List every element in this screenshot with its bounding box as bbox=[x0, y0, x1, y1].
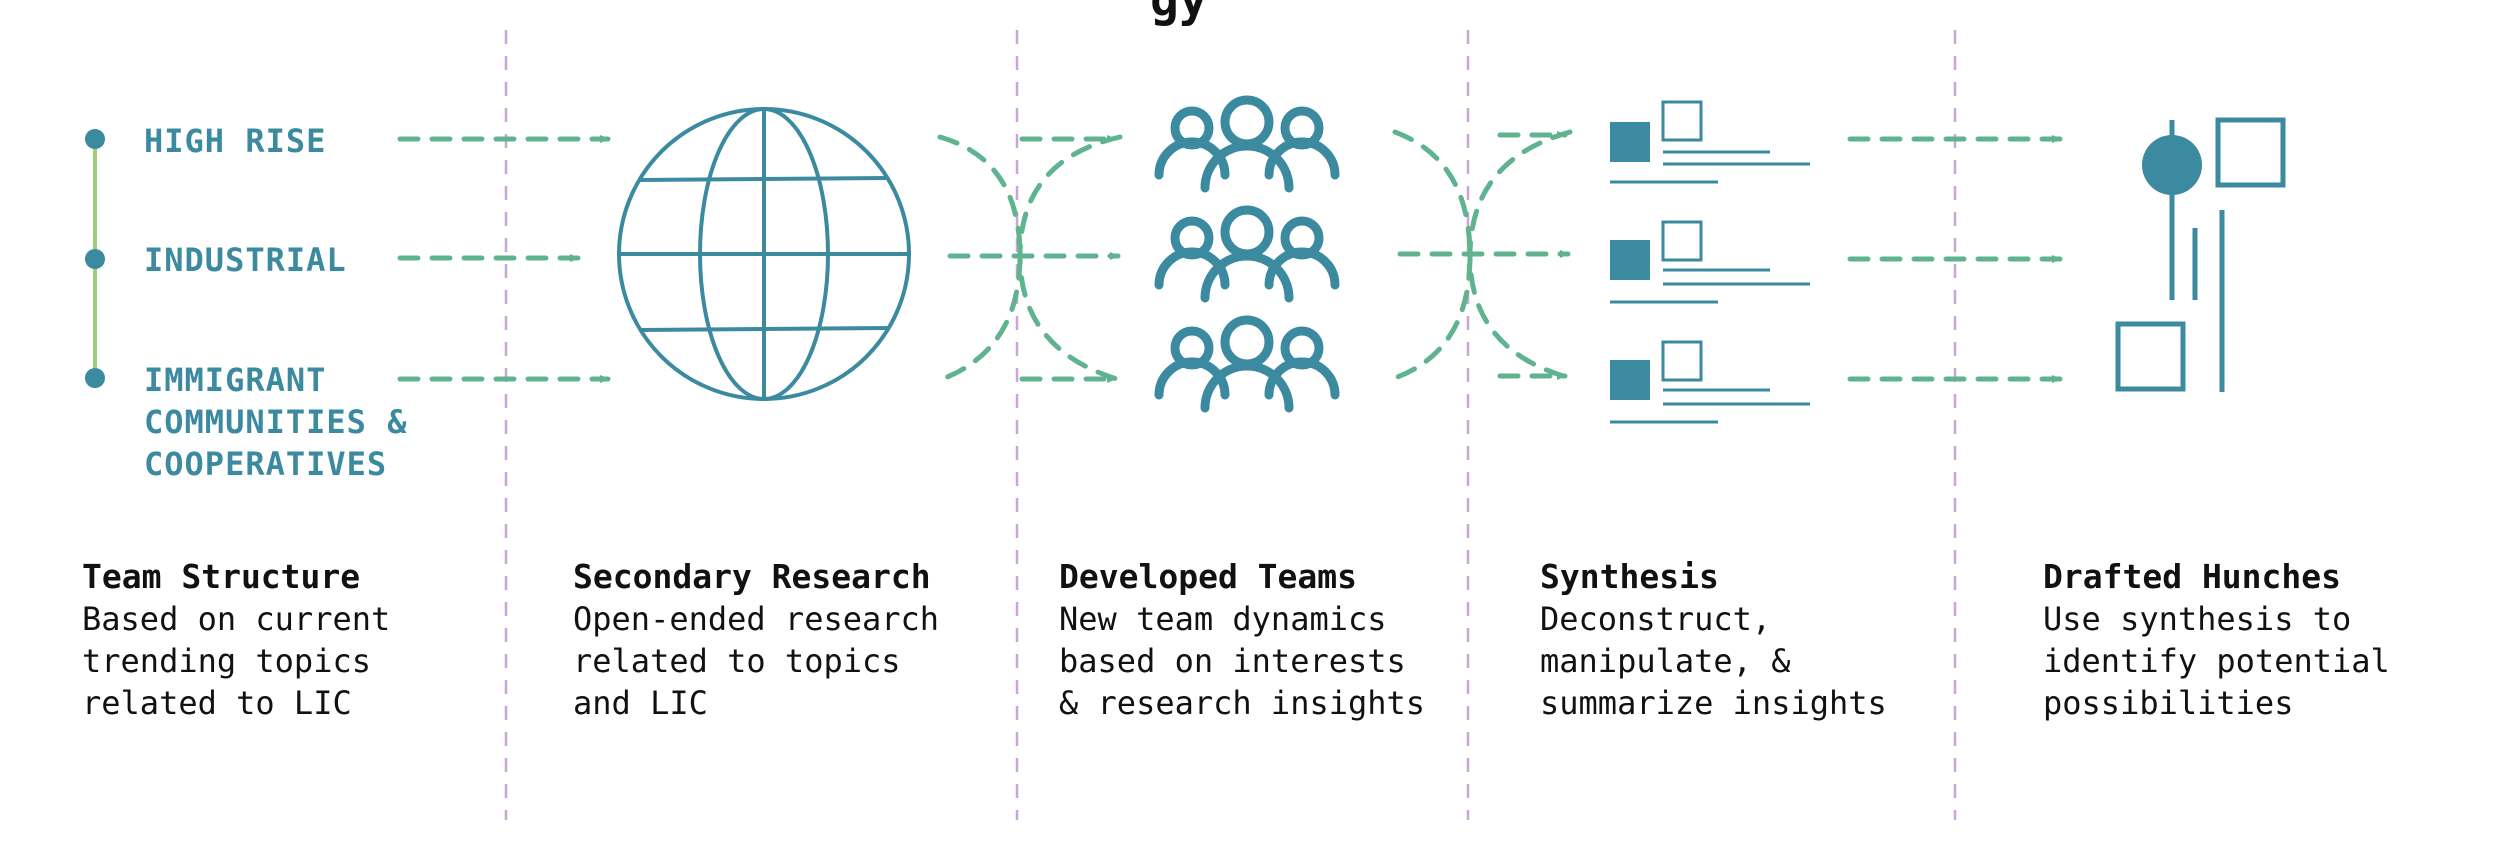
topic-timeline bbox=[85, 129, 105, 388]
topic-immigrant-communities: IMMIGRANT COMMUNITIES & COOPERATIVES bbox=[144, 361, 408, 483]
stage-description: Use synthesis to identify potential poss… bbox=[2043, 600, 2390, 722]
people-group-icon bbox=[1154, 95, 1340, 413]
stage-team-structure: Team Structure Based on current trending… bbox=[82, 556, 390, 724]
cropped-heading: gy bbox=[1150, 0, 1208, 28]
arrows-teams-to-synthesis bbox=[1392, 129, 1573, 381]
shapes-icon bbox=[2115, 117, 2286, 392]
stage-description: New team dynamics based on interests & r… bbox=[1059, 600, 1426, 722]
globe-icon bbox=[617, 107, 911, 401]
column-dividers bbox=[504, 30, 1957, 820]
stage-description: Deconstruct, manipulate, & summarize ins… bbox=[1540, 600, 1887, 722]
stage-description: Open-ended research related to topics an… bbox=[573, 600, 940, 722]
topic-high-rise: HIGH RISE bbox=[144, 122, 327, 160]
timeline-dot-2 bbox=[85, 249, 105, 269]
people-group-2 bbox=[1154, 205, 1340, 303]
document-2 bbox=[1610, 220, 1810, 304]
arrows-synthesis-to-hunches bbox=[1847, 135, 2063, 383]
document-1 bbox=[1610, 100, 1810, 184]
stage-title: Developed Teams bbox=[1059, 557, 1358, 596]
stage-developed-teams: Developed Teams New team dynamics based … bbox=[1059, 556, 1425, 724]
stage-synthesis: Synthesis Deconstruct, manipulate, & sum… bbox=[1540, 556, 1887, 724]
document-icon bbox=[1610, 100, 1810, 424]
timeline-dot-1 bbox=[85, 129, 105, 149]
arrows-topics-to-research bbox=[397, 135, 611, 383]
topic-industrial: INDUSTRIAL bbox=[144, 241, 347, 279]
stage-drafted-hunches: Drafted Hunches Use synthesis to identif… bbox=[2043, 556, 2390, 724]
people-group-3 bbox=[1154, 315, 1340, 413]
stage-secondary-research: Secondary Research Open-ended research r… bbox=[573, 556, 939, 724]
stage-title: Team Structure bbox=[82, 557, 361, 596]
arrows-research-to-teams bbox=[937, 134, 1123, 383]
stage-title: Synthesis bbox=[1540, 557, 1719, 596]
timeline-dot-3 bbox=[85, 368, 105, 388]
stage-title: Secondary Research bbox=[573, 557, 931, 596]
stage-description: Based on current trending topics related… bbox=[82, 600, 391, 722]
people-group-1 bbox=[1154, 95, 1340, 193]
stage-title: Drafted Hunches bbox=[2043, 557, 2342, 596]
document-3 bbox=[1610, 340, 1810, 424]
